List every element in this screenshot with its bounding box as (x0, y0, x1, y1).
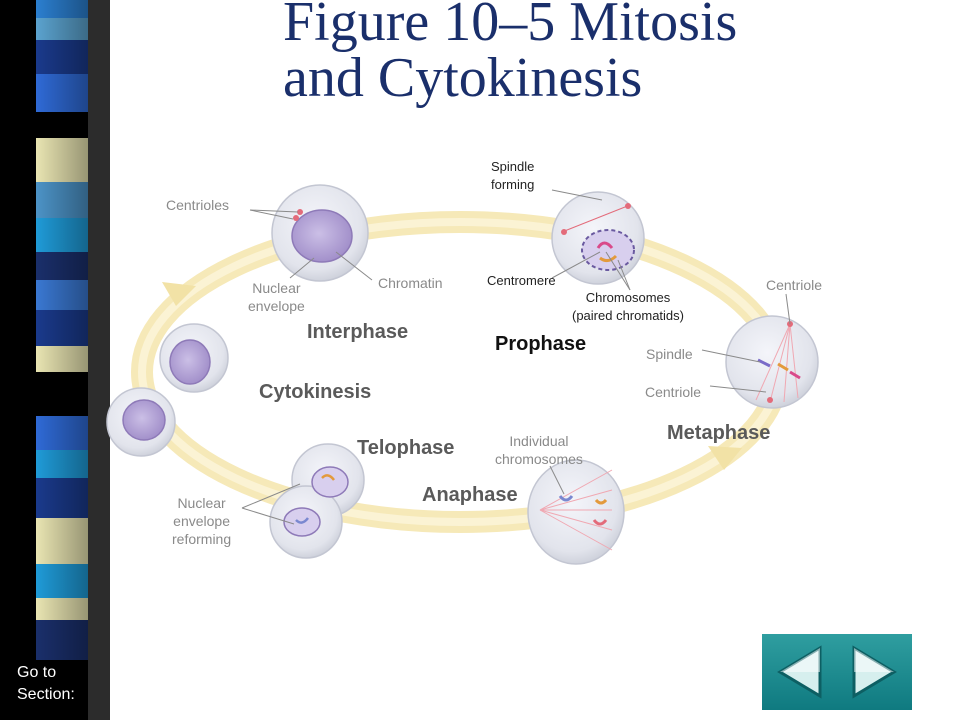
label-nuclear-envelope-reforming: Nuclear envelope reforming (172, 494, 231, 548)
cytokinesis-cells (106, 323, 229, 457)
label-chromosomes-line2: (paired chromatids) (572, 308, 684, 323)
cycle-ring-inner (138, 218, 782, 526)
arrow-left-icon (777, 645, 822, 699)
cycle-arrow-left (162, 282, 196, 306)
phase-telophase: Telophase (357, 437, 455, 459)
page-title: Figure 10–5 Mitosis and Cytokinesis (283, 0, 737, 106)
label-chromatin: Chromatin (378, 275, 443, 291)
title-line2: and Cytokinesis (283, 47, 643, 109)
title-line1: Figure 10–5 Mitosis (283, 0, 738, 53)
label-chromosomes-line1: Chromosomes (585, 290, 671, 305)
label-centromere: Centromere (487, 273, 556, 288)
telophase-cells (269, 443, 365, 559)
label-nuclear-envelope-line2: envelope (248, 298, 305, 314)
previous-button[interactable] (762, 634, 837, 710)
label-centrioles: Centrioles (166, 197, 230, 213)
pointer-lines (241, 189, 791, 525)
arrow-right-icon (852, 645, 897, 699)
prophase-cell (551, 191, 645, 285)
label-reform-line1: Nuclear (177, 495, 226, 511)
interphase-cell (271, 184, 369, 282)
label-centriole-bottom: Centriole (645, 384, 702, 400)
goto-line1: Go to (17, 664, 57, 681)
label-spindle-forming: Spindle forming (491, 158, 534, 194)
label-spindle-forming-line2: forming (491, 177, 535, 192)
label-spindle-forming-line1: Spindle (491, 159, 535, 174)
stripe-graphic (0, 0, 110, 720)
sidebar-stripe-decoration: Go to Section: (0, 0, 110, 720)
label-chromosomes: Chromosomes (paired chromatids) (572, 289, 684, 325)
label-individual-chromosomes: Individual chromosomes (495, 432, 583, 468)
cycle-arrow-right (708, 446, 742, 470)
goto-section-label[interactable]: Go to Section: (17, 662, 75, 706)
label-spindle: Spindle (646, 346, 693, 362)
phase-anaphase: Anaphase (422, 484, 518, 506)
phase-metaphase: Metaphase (667, 422, 771, 444)
label-centriole-top: Centriole (766, 277, 823, 293)
next-button[interactable] (837, 634, 912, 710)
phase-cytokinesis: Cytokinesis (259, 381, 372, 403)
phase-prophase: Prophase (495, 333, 587, 355)
navigation-buttons (762, 634, 912, 710)
goto-line2: Section: (17, 686, 75, 703)
label-nuclear-envelope-line1: Nuclear (252, 280, 301, 296)
metaphase-cell (725, 315, 819, 409)
label-reform-line2: envelope (173, 513, 230, 529)
label-nuclear-envelope: Nuclear envelope (248, 279, 305, 315)
anaphase-cell (527, 459, 625, 565)
label-individual-line1: Individual (509, 433, 569, 449)
phase-interphase: Interphase (307, 321, 409, 343)
label-individual-line2: chromosomes (495, 451, 583, 467)
label-reform-line3: reforming (172, 531, 232, 547)
